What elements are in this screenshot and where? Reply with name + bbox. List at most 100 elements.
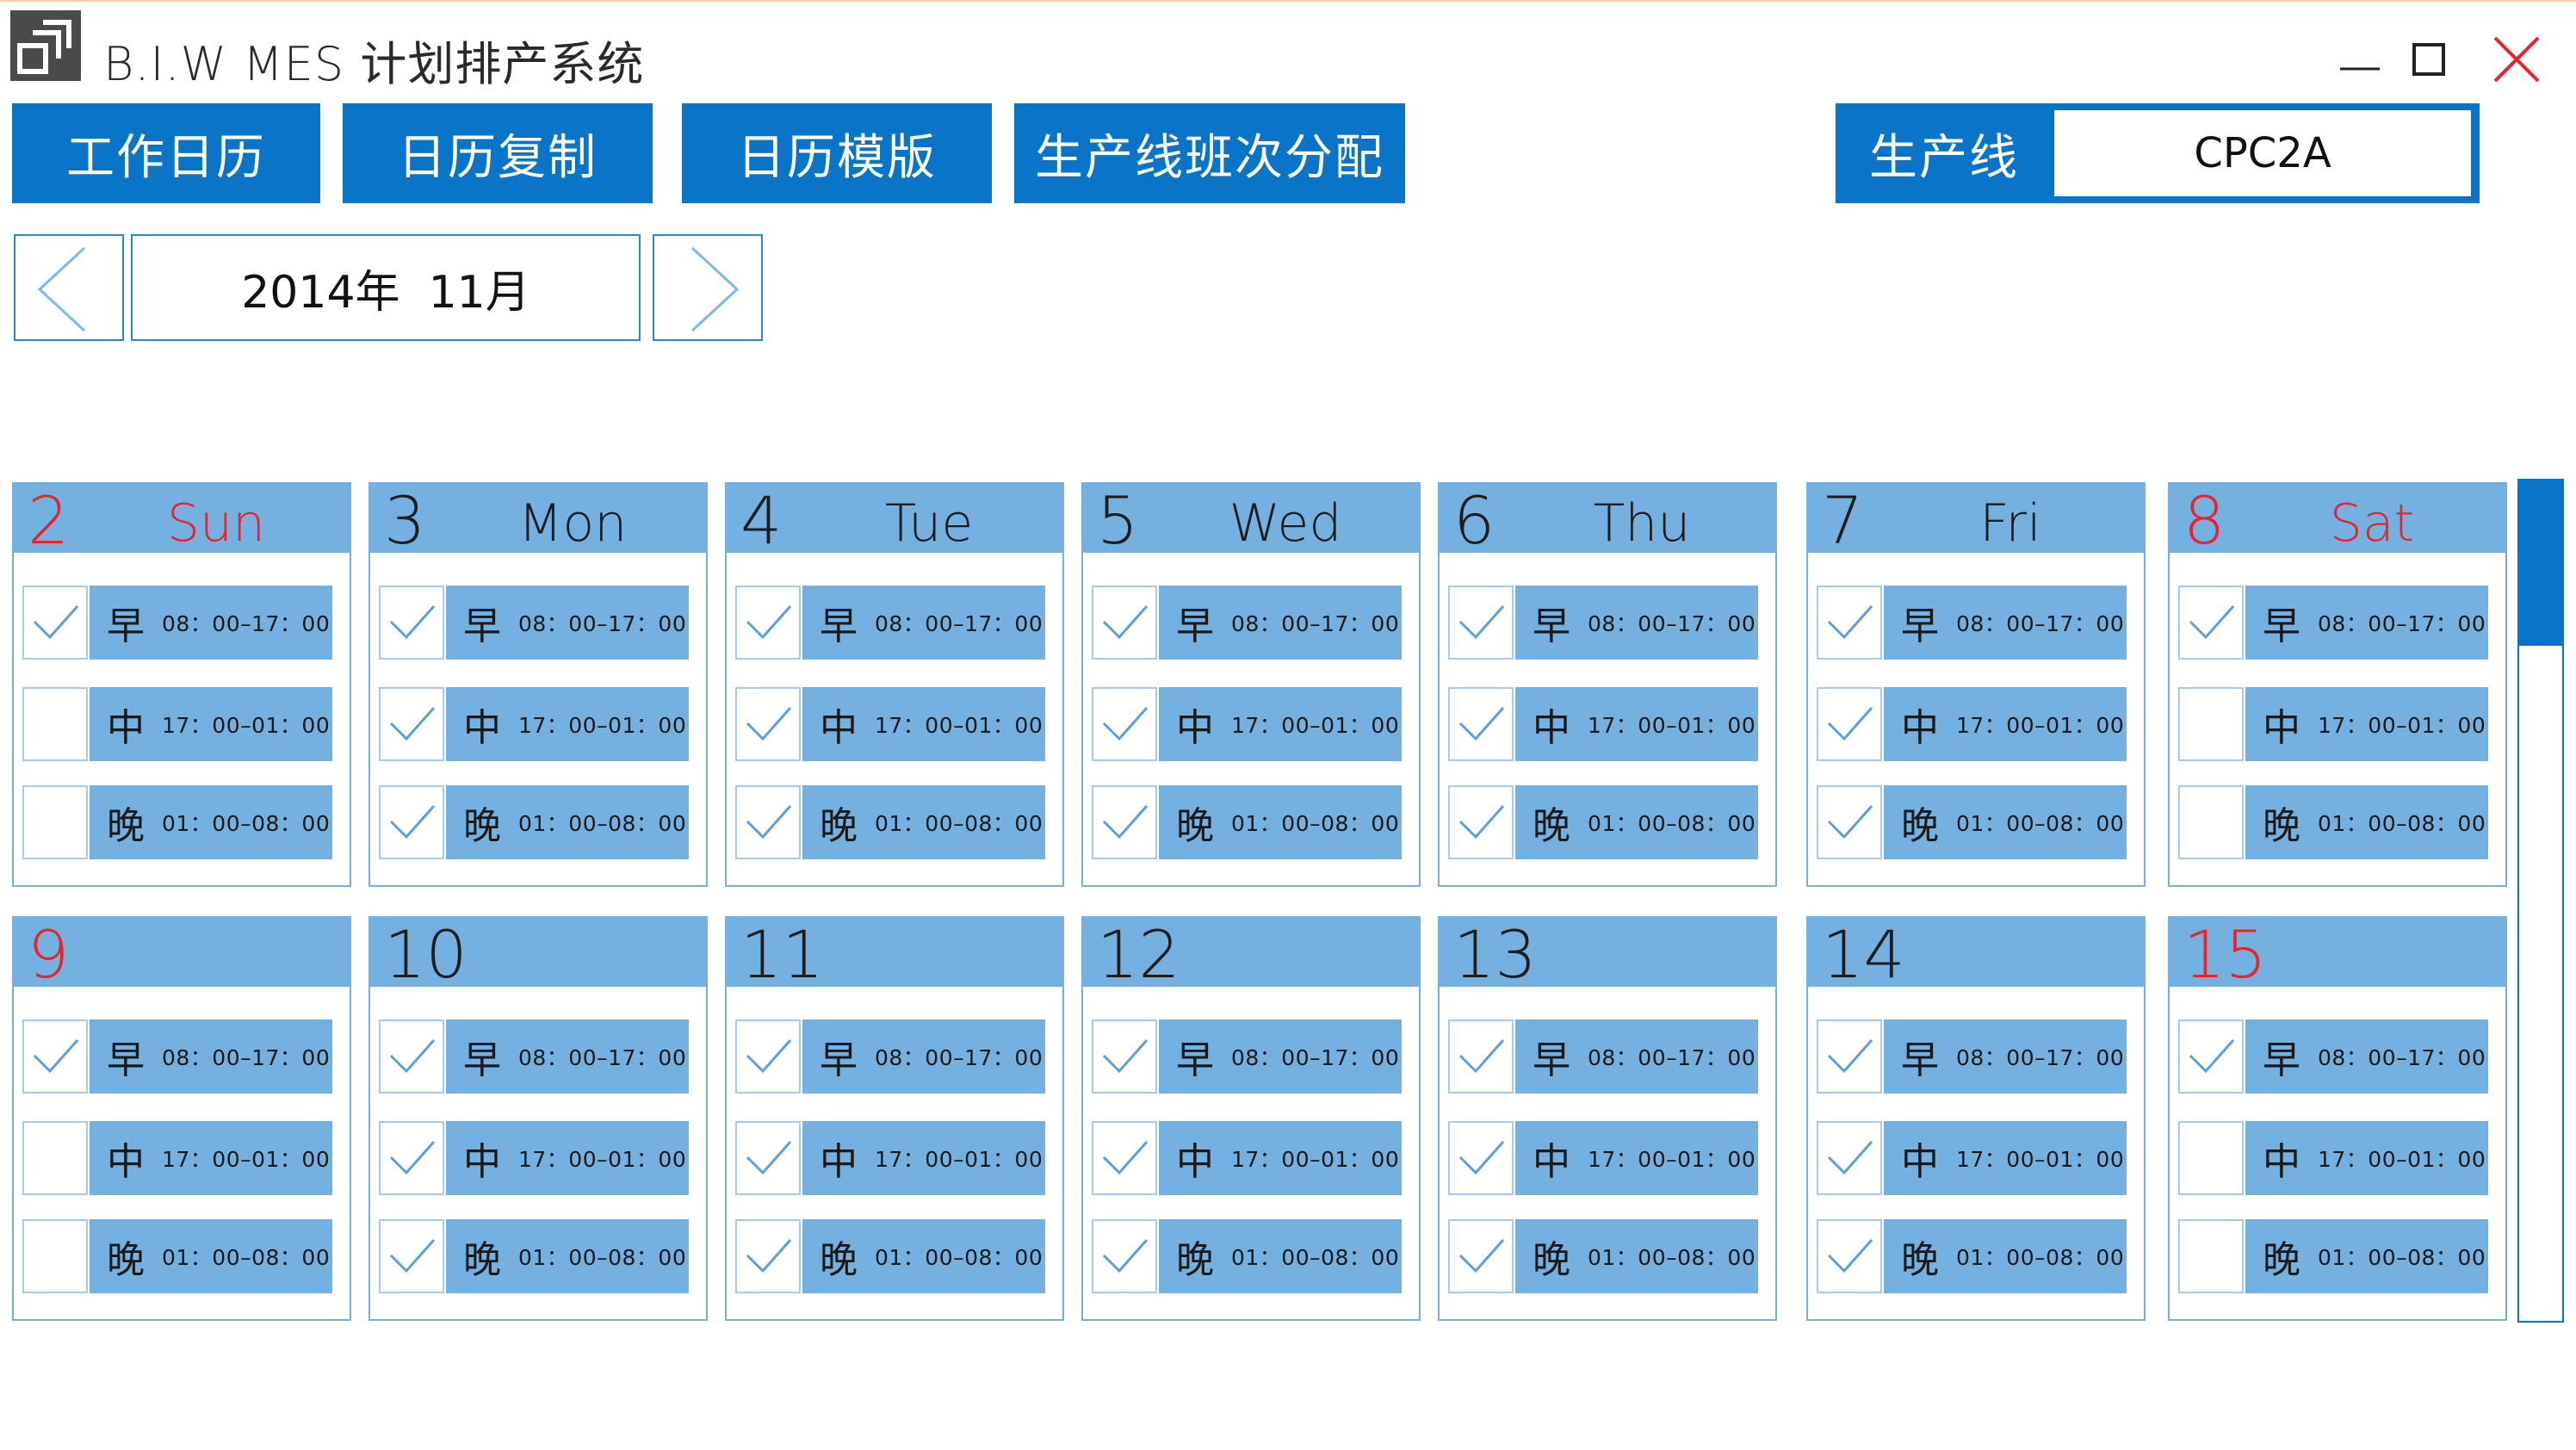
chevron-left-icon [37,246,86,332]
shift-checkbox[interactable] [22,785,88,859]
shift-checkbox[interactable] [735,687,801,761]
production-line-field[interactable]: CPC2A [2054,110,2471,196]
shift-checkbox[interactable] [1448,586,1514,660]
shift-checkbox[interactable] [1817,1019,1882,1094]
shift-checkbox[interactable] [379,687,444,761]
shift-checkbox[interactable] [735,785,801,859]
shift-checkbox[interactable] [2178,785,2244,859]
shift-checkbox[interactable] [22,1019,88,1094]
scrollbar-thumb[interactable] [2517,479,2564,646]
shift-checkbox[interactable] [379,1121,444,1195]
shift-checkbox[interactable] [379,1019,444,1094]
shift-checkbox[interactable] [1092,1219,1157,1293]
shift-checkbox[interactable] [379,1219,444,1293]
close-icon[interactable] [2485,28,2548,91]
shift-checkbox[interactable] [735,1121,801,1195]
shift-checkbox[interactable] [1448,1121,1514,1195]
shift-checkbox[interactable] [1448,1219,1514,1293]
shift-checkbox[interactable] [1092,1121,1157,1195]
shift-checkbox[interactable] [22,687,88,761]
shift-checkbox[interactable] [735,586,801,660]
shift-checkbox[interactable] [2178,1019,2244,1094]
shift-checkbox[interactable] [1817,1219,1882,1293]
shift-checkbox[interactable] [2178,1121,2244,1195]
shift-checkbox[interactable] [735,1019,801,1094]
shift-checkbox[interactable] [1448,785,1514,859]
shift-checkbox[interactable] [735,1219,801,1293]
shift-checkbox[interactable] [22,1121,88,1195]
nav-calendar-template-button[interactable]: 日历模版 [682,103,992,203]
shift-checkbox[interactable] [1448,687,1514,761]
maximize-icon[interactable] [2399,28,2462,91]
nav-calendar-copy-button[interactable]: 日历复制 [343,103,653,203]
shift-checkbox[interactable] [1817,1121,1882,1195]
shift-checkbox[interactable] [1817,785,1882,859]
nav-work-calendar-button[interactable]: 工作日历 [12,103,320,203]
shift-checkbox[interactable] [1817,586,1882,660]
shift-checkbox[interactable] [1092,785,1157,859]
nav-line-shift-assign-button[interactable]: 生产线班次分配 [1014,103,1405,203]
shift-checkbox[interactable] [379,785,444,859]
checkmark-icon [2189,1039,2235,1074]
shift-time: 01：00–08：00 [162,811,331,836]
shift-checkbox[interactable] [379,586,444,660]
prev-month-button[interactable] [14,234,124,341]
minimize-icon[interactable] [2328,28,2392,91]
shift-checkbox[interactable] [2178,687,2244,761]
shift-checkbox[interactable] [1448,1019,1514,1094]
shift-checkbox[interactable] [22,1219,88,1293]
shift-checkbox[interactable] [1817,687,1882,761]
shift-checkbox[interactable] [1092,586,1157,660]
shift-checkbox[interactable] [2178,586,2244,660]
shift-checkbox[interactable] [22,586,88,660]
shift-checkbox[interactable] [1092,687,1157,761]
shift-time: 17：00–01：00 [518,713,687,738]
next-month-button[interactable] [653,234,763,341]
shift-checkbox[interactable] [1092,1019,1157,1094]
shift-checkbox[interactable] [2178,1219,2244,1293]
